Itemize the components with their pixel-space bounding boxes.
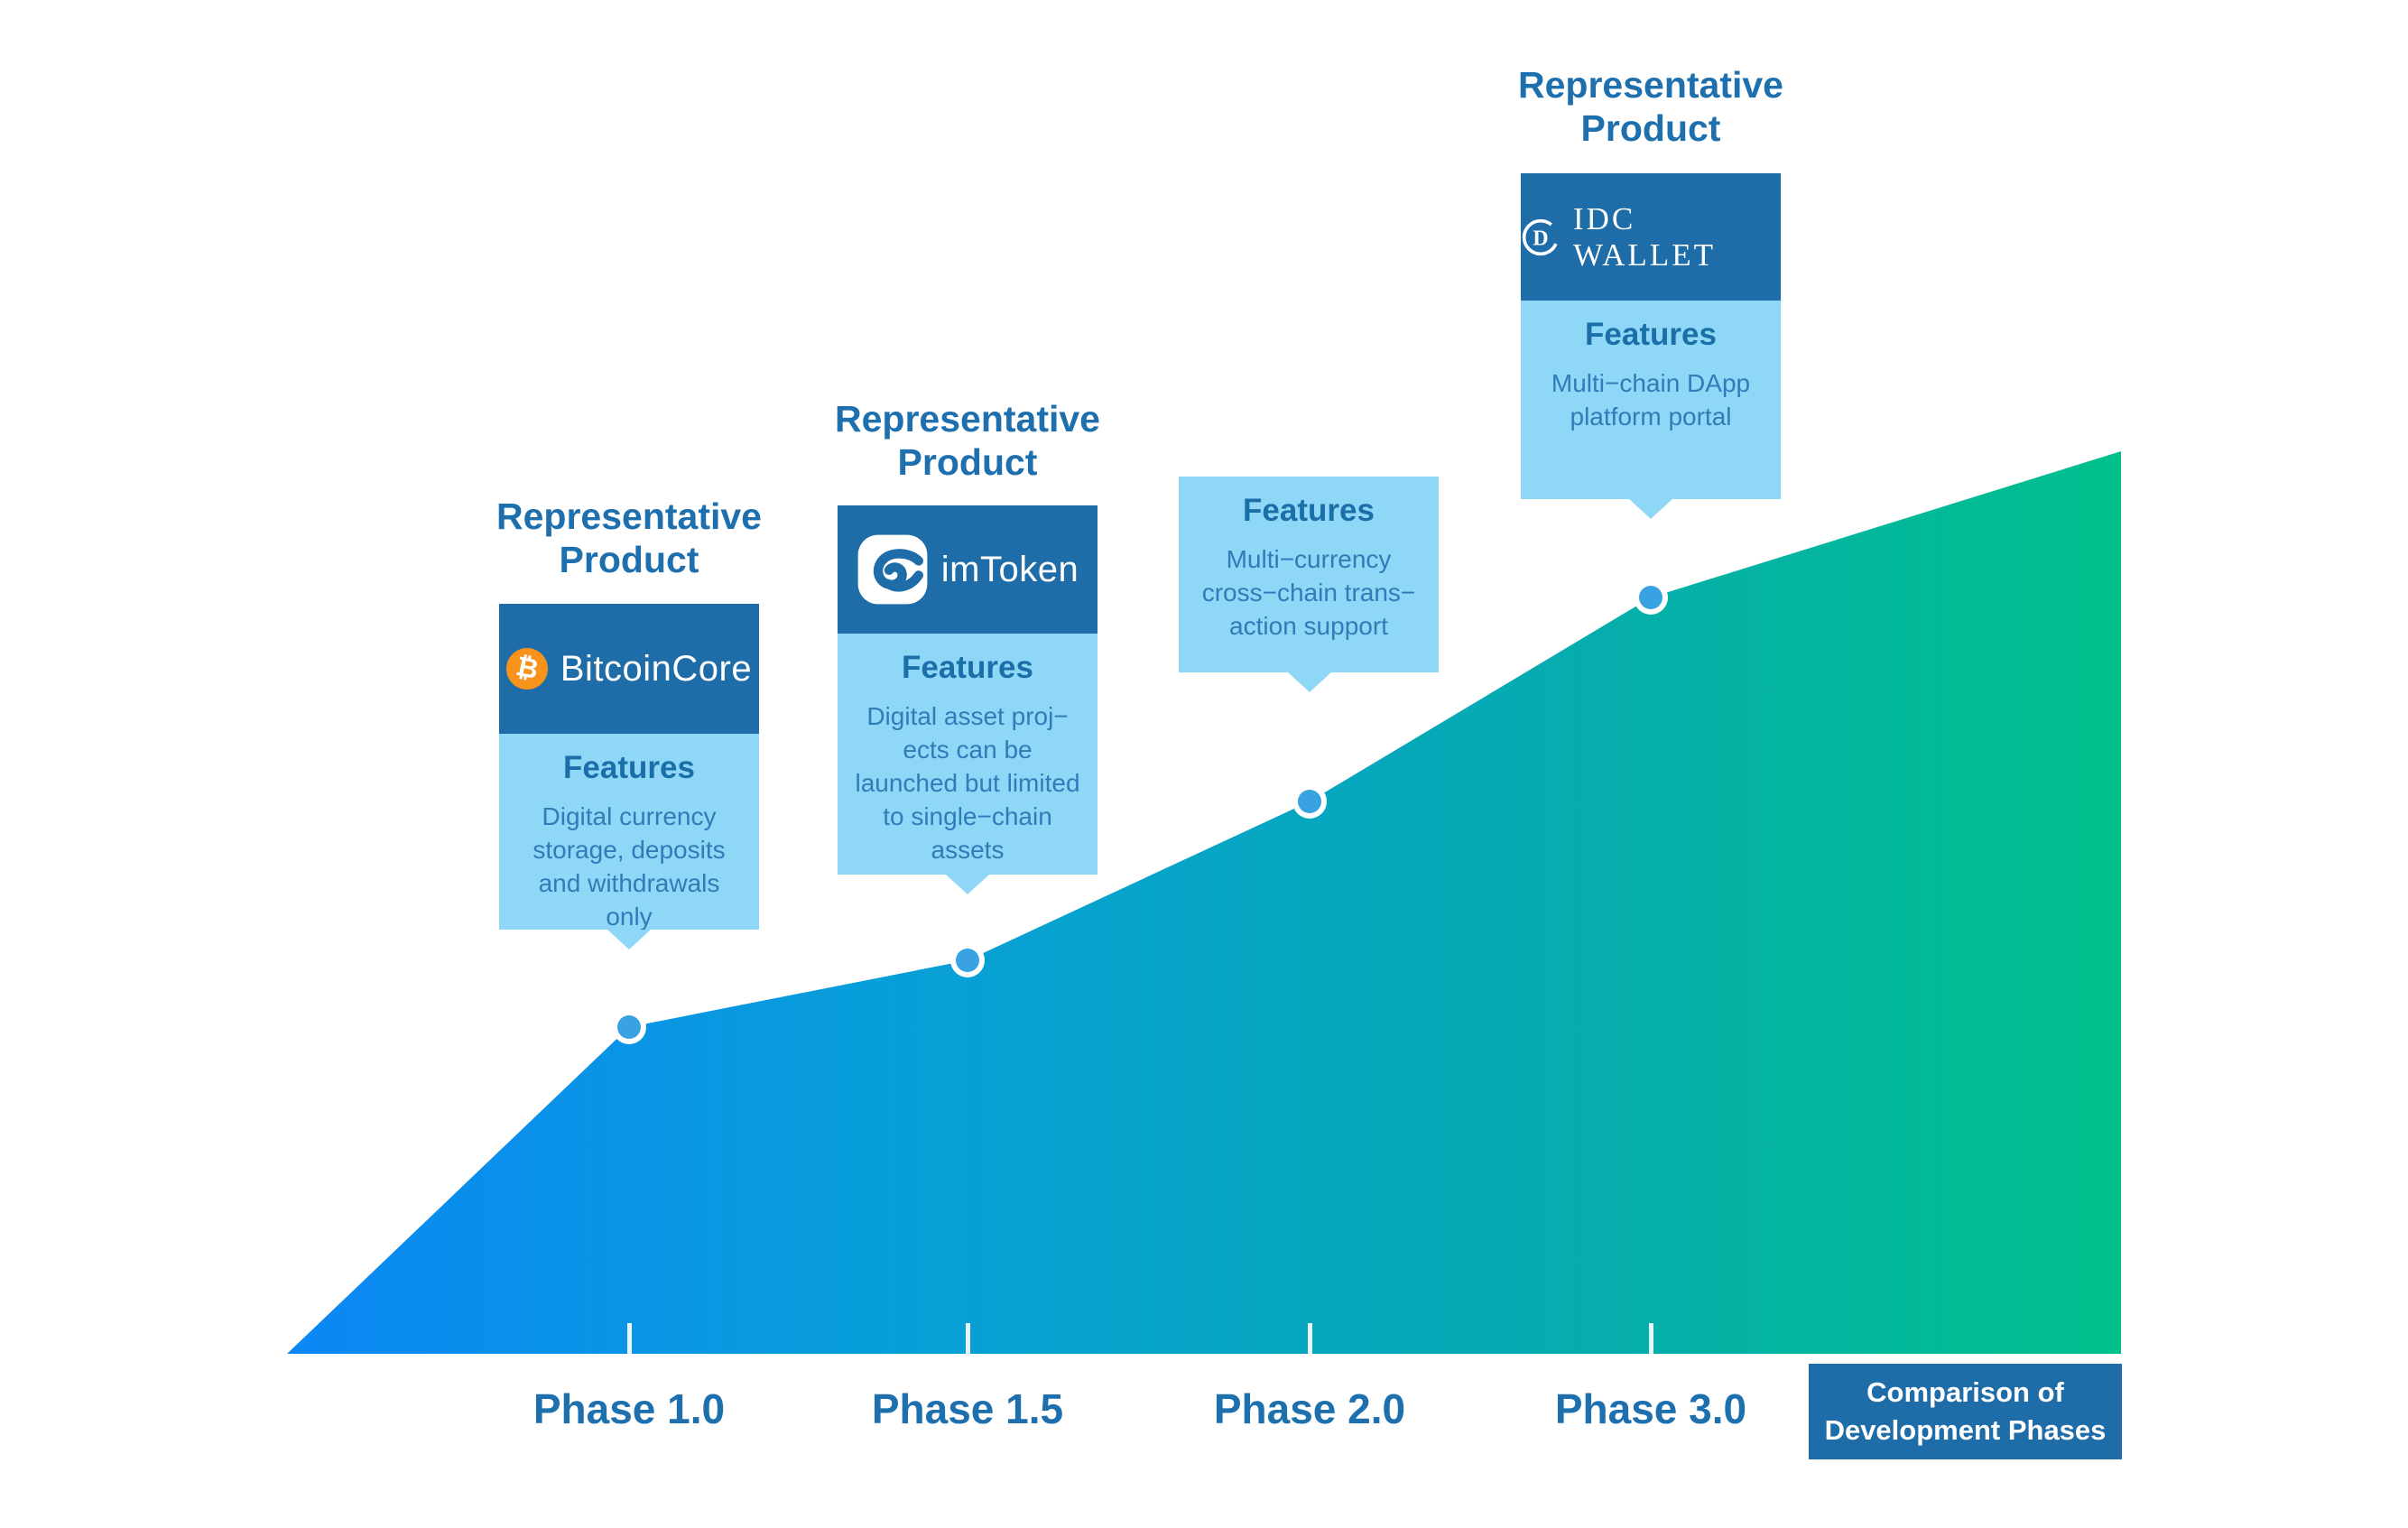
features-body: Digital currency storage, deposits and w… [533,802,726,931]
phase-label-1-0: Phase 1.0 [533,1385,726,1432]
features-pointer-phase3 [1629,499,1672,519]
features-box-phase1-5: Features Digital asset proj− ects can be… [838,634,1097,875]
growth-area [287,451,2121,1354]
features-body: Multi−currency cross−chain trans− action… [1201,545,1416,640]
phase-tick [1649,1323,1653,1354]
features-pointer-phase1-5 [946,875,989,894]
phase-tick [627,1323,632,1354]
phase-dot [1298,790,1321,813]
features-title: Features [902,650,1033,685]
phase-tick [1308,1323,1312,1354]
idc-wallet-icon: D [1522,218,1560,255]
phase-label-2-0: Phase 2.0 [1213,1385,1406,1432]
phase-dot [617,1015,641,1039]
features-pointer-phase1 [607,930,651,949]
phase-label-3-0: Phase 3.0 [1554,1385,1747,1432]
phase-dot [1639,586,1662,609]
features-title: Features [563,750,695,785]
features-title: Features [1585,317,1717,352]
features-box-phase2: Features Multi−currency cross−chain tran… [1179,477,1439,672]
comparison-title-box: Comparison of Development Phases [1809,1364,2122,1459]
features-body: Multi−chain DApp platform portal [1551,369,1751,431]
rep-product-heading-phase3: Representative Product [1518,64,1783,150]
features-box-phase3: Features Multi−chain DApp platform porta… [1521,301,1781,499]
phase-tick [966,1323,970,1354]
product-name-imtoken: imToken [940,549,1079,589]
features-body: Digital asset proj− ects can be launched… [855,702,1080,864]
phase-label-1-5: Phase 1.5 [871,1385,1064,1432]
features-title: Features [1243,493,1375,528]
rep-product-heading-phase1: Representative Product [496,495,762,581]
imtoken-icon [857,534,928,605]
product-card-imtoken: imToken [838,505,1097,634]
svg-text:D: D [1533,227,1548,250]
rep-product-heading-phase1-5: Representative Product [835,398,1100,484]
product-name-bitcoincore: BitcoinCore [560,648,753,689]
product-name-idc-wallet: IDC WALLET [1573,200,1716,273]
phase-dot [956,949,979,972]
product-card-bitcoincore: ₿ BitcoinCore [499,604,759,734]
product-card-idc-wallet: D IDC WALLET [1521,173,1781,301]
features-pointer-phase2 [1288,672,1331,692]
bitcoin-icon: ₿ [502,644,552,694]
features-box-phase1: Features Digital currency storage, depos… [499,734,759,931]
